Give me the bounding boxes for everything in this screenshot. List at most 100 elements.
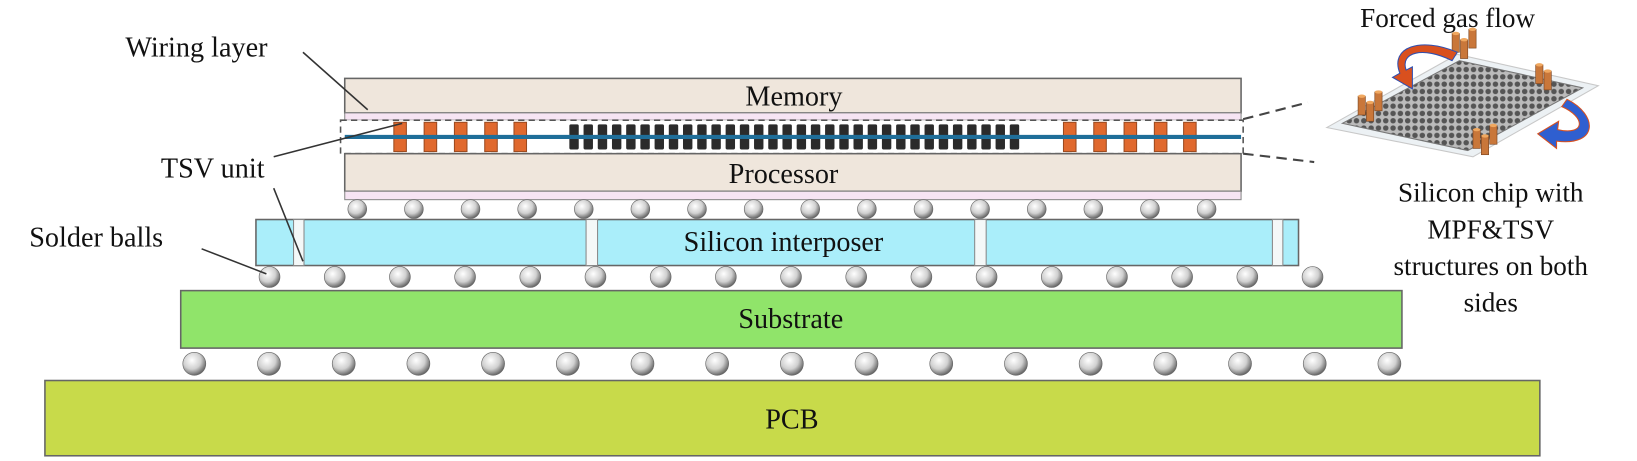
chip-caption-line-2: MPF&TSV (1427, 214, 1554, 244)
pcb-layer (44, 379, 1541, 457)
pillar-top (1472, 127, 1481, 132)
pillar-top (1468, 27, 1477, 31)
tsv-array (344, 121, 1242, 153)
solder-ball (519, 266, 542, 288)
pillar (1460, 39, 1469, 59)
solder-ball (649, 266, 672, 288)
interposer-tsv-leader (272, 187, 304, 262)
processor-label: Processor (729, 159, 839, 190)
pillar-top (1358, 94, 1366, 98)
pcb-label: PCB (765, 405, 818, 436)
solder-ball (1196, 199, 1217, 219)
solder-ball (687, 199, 707, 219)
solder-ball (1301, 266, 1324, 288)
solder-ball (970, 199, 990, 219)
solder-balls-label: Solder balls (29, 223, 163, 254)
solder-ball (258, 266, 281, 288)
solder-ball (929, 351, 954, 376)
pillar-top (1366, 100, 1374, 105)
solder-ball (460, 199, 481, 219)
pillar-top (1460, 38, 1468, 42)
solder-ball (780, 351, 804, 376)
chip-caption-line-3: structures on both (1393, 251, 1588, 281)
solder-ball (1041, 266, 1063, 288)
solder-ball (845, 266, 867, 288)
solder-ball (1302, 351, 1327, 376)
chip-caption-line-1: Silicon chip with (1398, 178, 1584, 208)
forced-gas-flow-label: Forced gas flow (1360, 3, 1535, 33)
pillar (1366, 102, 1375, 122)
zoom-line-bottom (1243, 152, 1315, 164)
wiring-layer-bottom (344, 190, 1242, 201)
zoom-line-top (1242, 101, 1309, 121)
pillar (1535, 64, 1544, 84)
solder-ball (323, 266, 346, 288)
solder-ball (584, 266, 607, 288)
wiring-layer-label: Wiring layer (125, 32, 268, 63)
substrate-label: Substrate (738, 304, 843, 335)
memory-die (343, 77, 1242, 114)
solder-ball (389, 266, 411, 288)
pillar (1451, 33, 1460, 53)
silicon-interposer (255, 218, 1300, 267)
pillar-top (1489, 123, 1498, 128)
solder-ball (1106, 266, 1128, 288)
solder-ball (705, 351, 729, 376)
solder-balls-leader (201, 248, 267, 275)
solder-ball (404, 199, 424, 219)
solder-ball (517, 199, 537, 219)
solder-ball (454, 266, 476, 288)
solder-ball (1228, 351, 1252, 376)
solder-ball (1153, 351, 1178, 376)
pillar (1374, 91, 1383, 112)
solder-ball (854, 351, 879, 376)
solder-ball (331, 351, 356, 376)
solder-ball (910, 266, 933, 288)
solder-ball (1140, 199, 1160, 219)
solder-ball (630, 199, 651, 219)
chip-caption-line-4: sides (1464, 288, 1518, 318)
solder-ball (1004, 351, 1028, 376)
pillar (1481, 135, 1489, 156)
solder-ball (1083, 199, 1104, 219)
solder-ball (630, 351, 655, 376)
solder-ball (1027, 199, 1047, 219)
tsv-unit-leader (273, 122, 403, 158)
solder-balls (182, 199, 1402, 376)
pillar (1489, 125, 1498, 145)
solder-ball (857, 199, 877, 219)
memory-label: Memory (745, 82, 842, 113)
interposer-tsvs (293, 219, 1284, 267)
pillar (1472, 129, 1481, 149)
gas-flow-arrow-out-icon (1536, 98, 1590, 150)
solder-ball (1377, 351, 1402, 376)
solder-ball (406, 351, 431, 376)
gas-flow-arrow-in-icon (1391, 44, 1459, 90)
solder-ball (182, 351, 207, 376)
solder-ball (975, 266, 998, 288)
solder-ball (555, 351, 580, 376)
solder-ball (347, 199, 367, 219)
solder-ball (780, 266, 802, 288)
wiring-layer-top (344, 112, 1242, 121)
solder-ball (1171, 266, 1193, 288)
mpf-chip-illustration (1325, 27, 1600, 158)
pillar-top (1374, 90, 1383, 94)
solder-ball (257, 351, 281, 376)
pillar (1357, 95, 1366, 116)
substrate-layer (179, 289, 1403, 349)
pillar-top (1452, 31, 1460, 36)
pillar-top (1481, 134, 1489, 138)
wiring-layer-leader (302, 51, 369, 111)
solder-ball (800, 199, 820, 219)
processor-die (343, 152, 1242, 193)
interposer-label: Silicon interposer (684, 227, 884, 258)
pillar-top (1535, 63, 1543, 67)
solder-ball (743, 199, 764, 219)
solder-ball (913, 199, 934, 219)
tsv-pillars-icon (1357, 27, 1552, 156)
solder-ball (574, 199, 594, 219)
solder-ball (715, 266, 737, 288)
